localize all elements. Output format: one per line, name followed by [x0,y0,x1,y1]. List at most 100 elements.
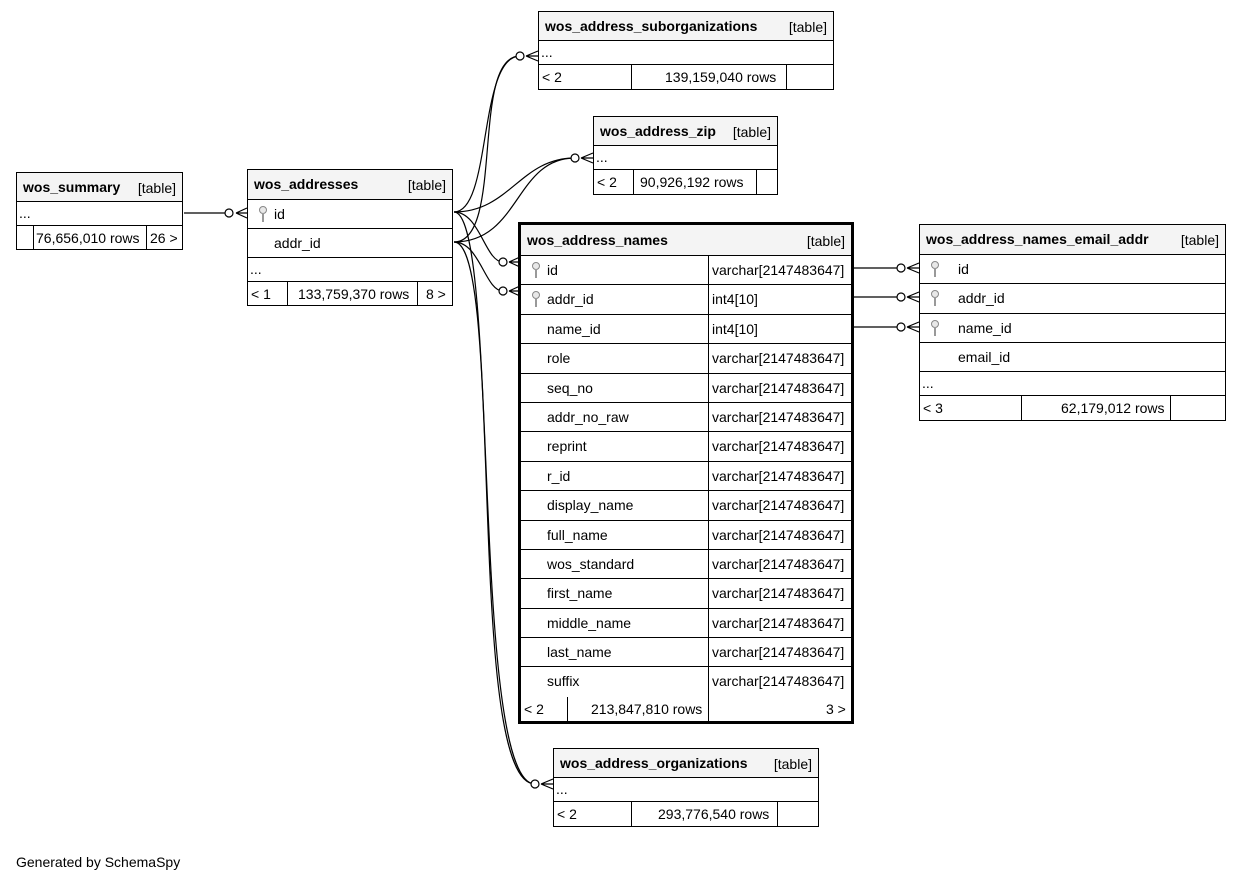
column-type: varchar[2147483647] [712,644,845,661]
column-type: varchar[2147483647] [712,262,845,278]
column-type: varchar[2147483647] [712,438,845,455]
row-count: 293,776,540 rows [658,806,770,822]
column-name: middle_name [547,614,632,631]
column-row[interactable]: name_id int4[10] [521,314,851,345]
column-name: wos_standard [547,555,635,572]
table-name: wos_address_names_email_addr [926,231,1149,247]
column-row[interactable]: addr_id [248,229,452,258]
column-name: addr_id [274,235,321,251]
table-header[interactable]: wos_address_suborganizations [table] [539,12,833,41]
row-count: 76,656,010 rows [36,230,140,246]
generated-by-credit: Generated by SchemaSpy [16,854,181,870]
table-wos-address-zip[interactable]: wos_address_zip [table] ... < 2 90,926,1… [593,116,778,195]
column-row[interactable]: name_id [920,314,1225,343]
row-count: 90,926,192 rows [640,174,744,190]
column-type: varchar[2147483647] [712,673,845,690]
table-footer: < 1 133,759,370 rows 8 > [248,282,452,305]
column-type: varchar[2147483647] [712,408,845,425]
link-addresses-suborganizations-2 [453,55,521,243]
table-wos-summary[interactable]: wos_summary [table] ... 76,656,010 rows … [16,172,183,250]
table-type: [table] [806,233,845,249]
table-wos-address-names[interactable]: wos_address_names [table] id varchar[2147… [518,222,854,724]
parent-count[interactable]: < 2 [597,174,617,190]
column-row[interactable]: id varchar[2147483647] [521,256,851,286]
column-name: email_id [958,349,1011,365]
table-ellipsis: ... [920,372,1225,396]
key-icon [929,320,939,336]
table-ellipsis: ... [248,258,452,282]
column-row[interactable]: reprint varchar[2147483647] [521,432,851,462]
column-name: display_name [547,497,634,514]
column-name: id [547,262,558,278]
column-row[interactable]: email_id [920,343,1225,372]
table-footer: < 3 62,179,012 rows [920,396,1225,420]
table-name: wos_address_organizations [560,755,748,771]
table-ellipsis: ... [17,202,182,226]
column-row[interactable]: full_name varchar[2147483647] [521,520,851,550]
child-count[interactable]: 8 > [426,286,446,302]
table-type: [table] [407,177,446,193]
child-count[interactable]: 3 > [826,700,846,717]
column-name: reprint [547,438,587,455]
row-count: 62,179,012 rows [1061,400,1165,416]
column-type: int4[10] [712,291,758,308]
column-type: varchar[2147483647] [712,526,845,543]
link-addresses-organizations-2 [453,241,536,785]
column-name: id [958,261,969,277]
table-wos-address-suborganizations[interactable]: wos_address_suborganizations [table] ...… [538,11,834,90]
parent-count[interactable]: < 3 [923,400,943,416]
parent-count[interactable]: < 2 [524,700,544,717]
table-name: wos_summary [23,179,121,195]
column-name: suffix [547,673,580,690]
table-footer: < 2 90,926,192 rows [594,170,777,194]
column-row[interactable]: id [248,200,452,229]
table-header[interactable]: wos_addresses [table] [248,170,452,200]
key-icon [929,290,939,306]
child-count[interactable]: 26 > [150,230,178,246]
table-header[interactable]: wos_address_names_email_addr [table] [920,225,1225,255]
column-row[interactable]: id [920,255,1225,284]
table-header[interactable]: wos_address_organizations [table] [554,749,818,778]
column-row[interactable]: middle_name varchar[2147483647] [521,608,851,639]
table-name: wos_addresses [254,176,359,192]
key-icon [530,291,540,308]
parent-count[interactable]: < 2 [542,69,562,85]
column-row[interactable]: suffix varchar[2147483647] [521,667,851,697]
parent-count[interactable]: < 1 [251,286,271,302]
column-row[interactable]: addr_id [920,284,1225,314]
column-name: full_name [547,526,608,543]
ellipsis-text: ... [596,149,608,165]
table-type: [table] [773,756,812,772]
table-name: wos_address_names [527,232,668,248]
column-name: addr_id [958,290,1005,306]
column-type: varchar[2147483647] [712,614,845,631]
column-type: varchar[2147483647] [712,467,845,484]
table-header[interactable]: wos_address_names [table] [521,225,851,256]
table-wos-address-names-email-addr[interactable]: wos_address_names_email_addr [table] id … [919,224,1226,421]
table-footer: < 2 139,159,040 rows [539,65,833,89]
column-name: name_id [958,320,1012,336]
ellipsis-text: ... [19,205,31,221]
column-name: id [274,206,285,222]
parent-count[interactable]: < 2 [557,806,577,822]
column-type: int4[10] [712,320,758,337]
table-wos-addresses[interactable]: wos_addresses [table] id addr_id ... < 1… [247,169,453,306]
table-header[interactable]: wos_summary [table] [17,173,182,202]
row-count: 133,759,370 rows [298,286,410,302]
table-wos-address-organizations[interactable]: wos_address_organizations [table] ... < … [553,748,819,827]
table-name: wos_address_suborganizations [545,18,758,34]
ellipsis-text: ... [556,781,568,797]
table-header[interactable]: wos_address_zip [table] [594,117,777,146]
table-name: wos_address_zip [600,123,716,139]
table-footer: < 2 293,776,540 rows [554,802,818,826]
column-name: name_id [547,320,601,337]
